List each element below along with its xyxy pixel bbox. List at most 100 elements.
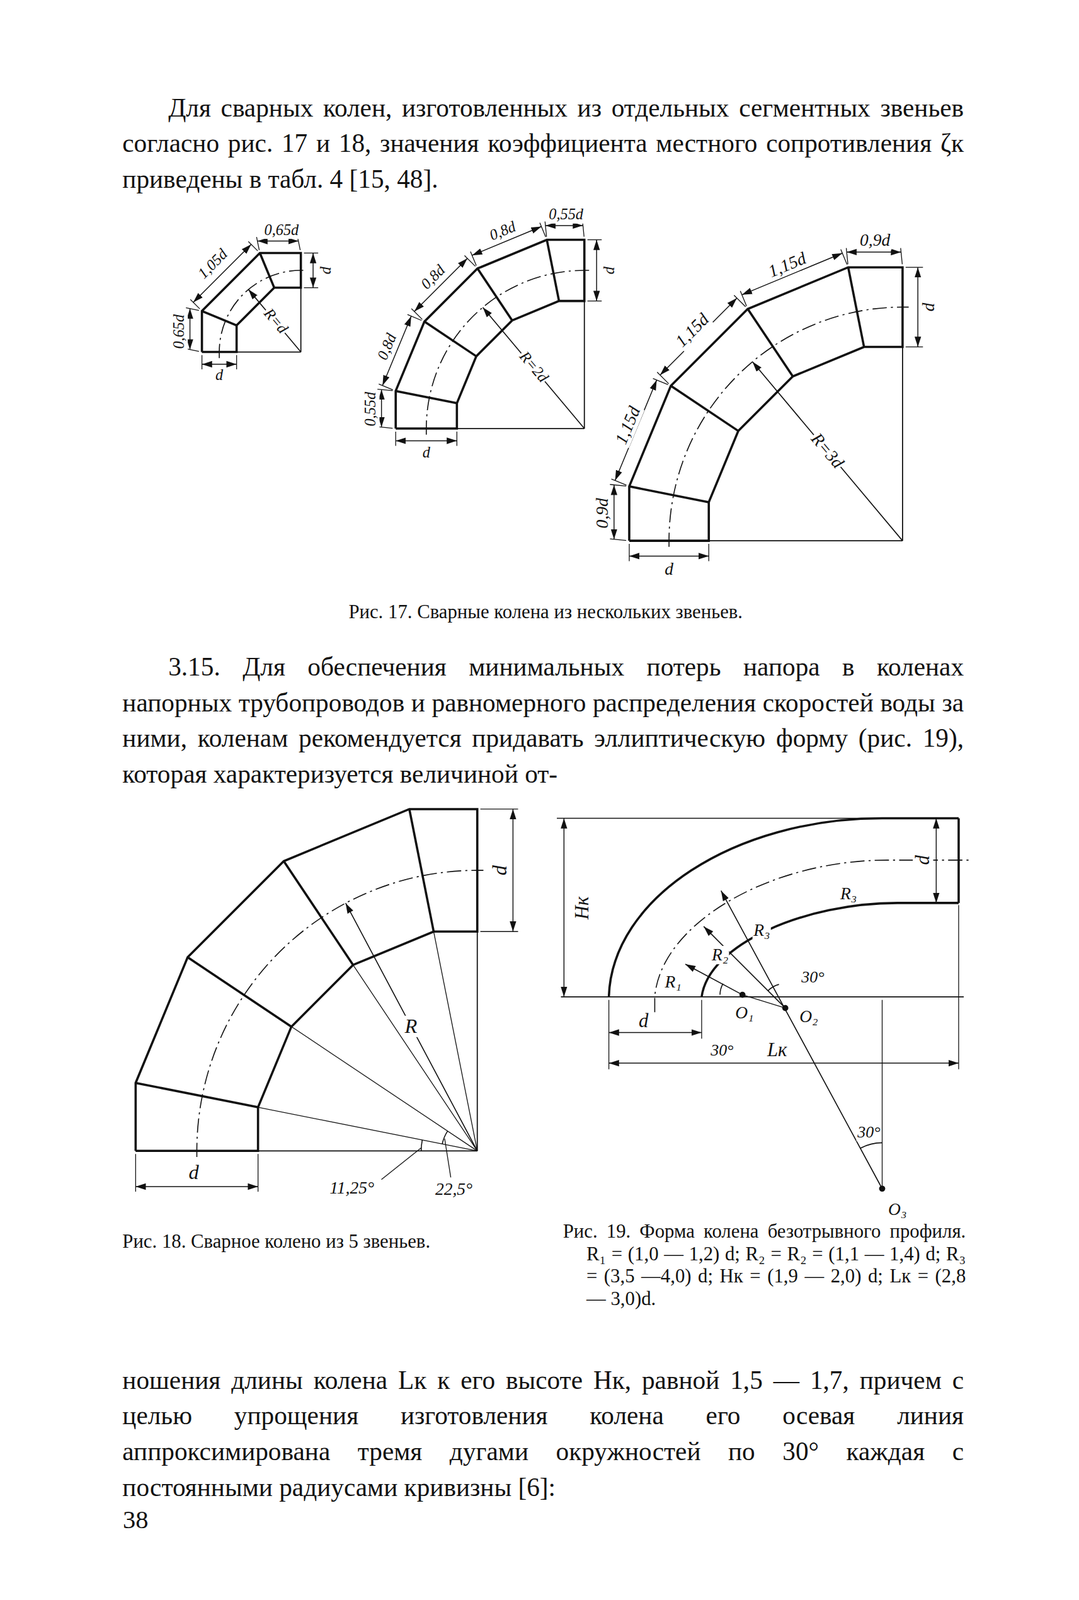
radial-line [187,956,478,1151]
dimension-label: 0,55d [548,207,585,224]
dimension-label: O₃ [886,1200,908,1219]
axis-line [196,869,484,1157]
radius-leader [248,289,301,352]
dimension-label: O₂ [798,1007,820,1027]
base-line [902,267,904,541]
angle-arc [767,983,779,991]
base-line [561,995,965,998]
dimension-label: R=3d [806,428,848,473]
dimension-label: d [920,301,939,313]
extension-line [378,383,393,390]
extension-line [185,348,200,351]
extension-line [539,222,546,237]
dimension-label: d [912,854,933,867]
centre-point [739,991,746,998]
welded-elbow [609,248,923,562]
extension-line [257,1153,259,1192]
extension-line [411,308,423,320]
extension-line [846,248,849,265]
extension-line [256,236,259,251]
weld-joint [629,486,709,503]
weld-joint [747,308,794,377]
extension-line [456,431,458,446]
leader-line [381,1147,422,1179]
axis-line [426,270,591,435]
weld-joint [848,267,865,347]
text-paragraph: Рис. 18. Сварное колено из 5 звеньев. [122,1230,551,1253]
dimension-label: R [403,1015,419,1037]
dimension-line [917,267,918,347]
dimension-label: 1,15d [612,403,646,448]
extension-line [905,267,924,268]
dimension-line [512,808,514,931]
dimension-label: 0,65d [263,222,300,239]
dimension-line [189,308,191,350]
radial-line [409,808,478,1151]
base-line [300,253,302,353]
dimension-line [135,1185,258,1187]
radius-leader [703,925,786,1008]
leader-line [444,1138,452,1178]
dimension-line [414,258,468,312]
dimension-label: d [318,265,335,275]
base-line [135,1149,477,1151]
extension-line [185,307,200,310]
extension-line [608,999,610,1069]
extension-line [303,287,319,288]
weld-joint [424,321,477,356]
dimension-label: R=d [259,304,292,338]
dimension-label: O₁ [734,1003,756,1022]
extension-line [958,904,959,1069]
extension-line [480,930,519,932]
dimension-line [936,818,937,903]
radius-leader [752,361,903,541]
dimension-label: 0,8d [486,218,520,245]
dimension-line [613,484,615,539]
extension-line [201,354,203,370]
dimension-label: 11,25° [328,1179,376,1198]
welded-elbow [377,221,602,446]
extension-line [556,817,880,819]
elbow-outline [395,239,585,429]
dimension-line [395,440,457,441]
dimension-line [609,1061,959,1063]
base-line [202,351,302,353]
weld-joint [260,253,275,288]
dimension-line [202,363,237,365]
extension-line [611,478,627,486]
extension-line [708,543,710,562]
dimension-label: 1,15d [764,248,810,282]
dimension-label: d [601,265,618,275]
dimension-label: d [214,367,224,384]
elbow-outline [629,267,903,541]
weld-joint [546,239,559,301]
dimension-label: 30° [709,1041,736,1059]
dimension-label: Hк [571,895,593,921]
dimension-label: R₃ [839,884,858,903]
dimension-line [381,389,382,428]
dimension-line [257,240,299,242]
vertical-line [881,999,883,1189]
text-paragraph: Для сварных колен, изготовленных из отде… [122,89,964,197]
extension-line [656,372,669,384]
dimension-label: 0,55d [363,390,380,428]
weld-joint [670,385,739,431]
dimension-label: d [421,444,431,462]
extension-line [480,808,519,809]
dimension-label: 30° [856,1123,882,1141]
dimension-line [609,1031,702,1033]
dimension-line [545,224,584,226]
dimension-line [563,818,565,997]
dimension-label: 30° [800,968,826,986]
dimension-line [629,555,709,557]
base-line [476,808,479,1151]
dimension-label: R₃ [752,920,772,940]
dimension-label: 0,8d [417,261,450,293]
extension-line [236,354,237,370]
angle-arc [421,1139,423,1151]
base-line [583,239,586,429]
dimension-label: Рис. 17. Сварные колена из нескольких зв… [347,601,744,622]
dimension-label: d [488,863,511,876]
radius-leader [482,307,584,429]
